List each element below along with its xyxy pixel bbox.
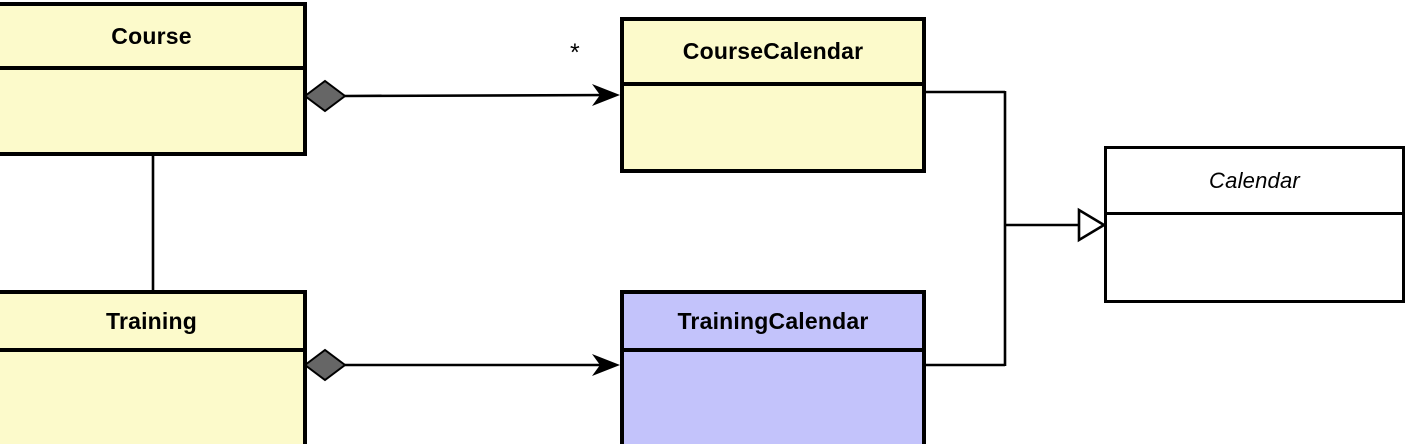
open-arrow-icon [592,84,620,106]
class-box-training[interactable]: Training [0,290,307,444]
relationship-training-has-trainingcalendar[interactable] [303,348,620,382]
class-header-training: Training [0,294,303,352]
class-header-trainingcalendar: TrainingCalendar [624,294,922,352]
class-name-calendar: Calendar [1209,167,1300,193]
filled-diamond-icon [303,79,347,113]
hollow-triangle-icon [1077,207,1107,243]
class-header-calendar: Calendar [1107,149,1402,215]
relationship-calendar-generalization-tree[interactable] [924,90,1107,367]
class-attributes-training [0,352,303,444]
class-box-coursecalendar[interactable]: CourseCalendar [620,17,926,173]
class-box-course[interactable]: Course [0,2,307,156]
class-header-course: Course [0,6,303,70]
relationship-course-has-coursecalendar[interactable] [303,79,620,113]
class-name-coursecalendar: CourseCalendar [682,38,864,64]
open-arrow-icon [592,354,620,376]
class-box-trainingcalendar[interactable]: TrainingCalendar [620,290,926,444]
class-attributes-calendar [1107,215,1402,300]
class-attributes-coursecalendar [624,86,922,169]
class-name-training: Training [105,307,198,334]
class-header-coursecalendar: CourseCalendar [624,21,922,86]
class-name-trainingcalendar: TrainingCalendar [677,307,869,334]
class-attributes-course [0,70,303,152]
class-name-course: Course [111,22,192,49]
aggregation-line-course-coursecalendar [343,93,615,98]
multiplicity-label-course-coursecalendar: * [570,39,580,67]
filled-diamond-icon [303,348,347,382]
class-box-calendar[interactable]: Calendar [1104,146,1405,303]
class-attributes-trainingcalendar [624,352,922,444]
